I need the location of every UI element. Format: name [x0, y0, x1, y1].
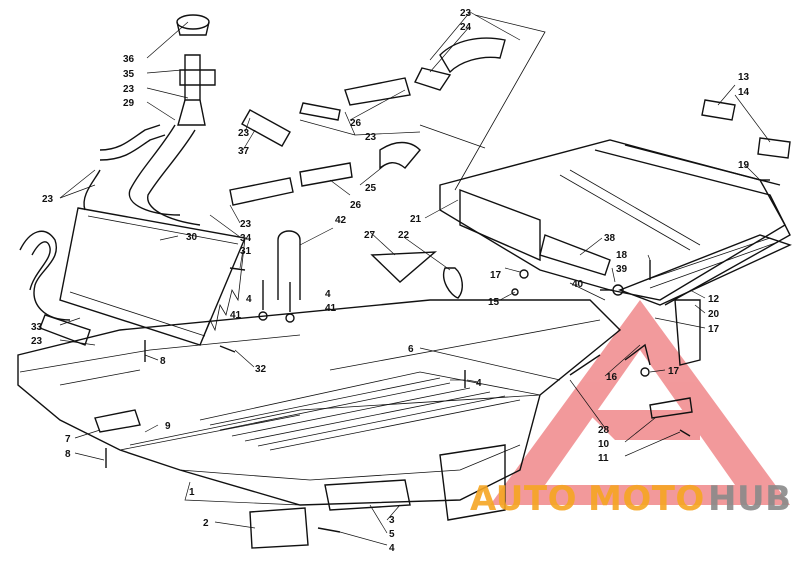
callout-23: 23: [460, 8, 472, 19]
u-bolt: [277, 230, 301, 300]
callout-20: 20: [708, 309, 720, 320]
callout-31: 31: [240, 246, 252, 257]
leader-lines: [59, 11, 771, 546]
rear-frame-assembly: [439, 139, 792, 366]
decal-plates: [701, 99, 791, 159]
callout-22: 22: [398, 230, 410, 241]
callout-labels: 36 35 23 29 23 37 26 23 23 24 25 26 23 3…: [31, 8, 750, 554]
heat-exchanger-panel: [59, 207, 246, 346]
watermark-auto: AUTO: [470, 479, 577, 519]
callout-23: 23: [42, 194, 54, 205]
callout-16: 16: [606, 372, 618, 383]
callout-26: 26: [350, 118, 362, 129]
callout-23: 23: [238, 128, 250, 139]
callout-8: 8: [160, 356, 166, 367]
watermark-hub: HUB: [708, 479, 791, 519]
callout-32: 32: [255, 364, 267, 375]
callout-40: 40: [572, 279, 584, 290]
callout-13: 13: [738, 72, 750, 83]
leader-frame: [454, 14, 546, 191]
callout-9: 9: [165, 421, 171, 432]
fasteners: [105, 179, 770, 533]
callout-17: 17: [490, 270, 502, 281]
callout-17: 17: [668, 366, 680, 377]
callout-10: 10: [598, 439, 610, 450]
callout-1: 1: [189, 487, 195, 498]
leader-frame-2: [419, 124, 486, 149]
callout-41: 41: [230, 310, 242, 321]
callout-5: 5: [389, 529, 395, 540]
side-bracket: [94, 409, 506, 549]
callout-4: 4: [476, 378, 482, 389]
callout-24: 24: [460, 22, 472, 33]
callout-30: 30: [186, 232, 198, 243]
callout-15: 15: [488, 297, 500, 308]
brackets-mid: [370, 251, 463, 299]
callout-3: 3: [389, 515, 395, 526]
callout-21: 21: [410, 214, 422, 225]
callout-35: 35: [123, 69, 135, 80]
watermark-triangle: [490, 300, 790, 505]
callout-29: 29: [123, 98, 135, 109]
watermark-moto: MOTO: [588, 479, 705, 519]
callout-27: 27: [364, 230, 376, 241]
filler-neck: [176, 14, 216, 126]
callout-23: 23: [240, 219, 252, 230]
callout-41: 41: [325, 303, 337, 314]
callout-8: 8: [65, 449, 71, 460]
callout-26: 26: [350, 200, 362, 211]
callout-17: 17: [708, 324, 720, 335]
callout-19: 19: [738, 160, 750, 171]
callout-42: 42: [335, 215, 347, 226]
callout-23: 23: [31, 336, 43, 347]
callout-4: 4: [389, 543, 395, 554]
hoses-upper: [229, 37, 506, 206]
callout-11: 11: [598, 453, 609, 464]
hoses-left: [19, 124, 201, 346]
callout-36: 36: [123, 54, 135, 65]
callout-25: 25: [365, 183, 377, 194]
callout-28: 28: [598, 425, 610, 436]
callout-6: 6: [408, 344, 414, 355]
callout-7: 7: [65, 434, 71, 445]
callout-38: 38: [604, 233, 616, 244]
callout-4: 4: [246, 294, 252, 305]
callout-2: 2: [203, 518, 209, 529]
callout-12: 12: [708, 294, 720, 305]
callout-33: 33: [31, 322, 43, 333]
belly-pan: [17, 299, 622, 506]
callout-4: 4: [325, 289, 331, 300]
watermark-logo: AUTO MOTO HUB: [470, 479, 791, 519]
callout-39: 39: [616, 264, 628, 275]
callout-18: 18: [616, 250, 628, 261]
callout-23: 23: [123, 84, 135, 95]
callout-23: 23: [365, 132, 377, 143]
callout-34: 34: [240, 233, 252, 244]
callout-37: 37: [238, 146, 250, 157]
callout-14: 14: [738, 87, 750, 98]
